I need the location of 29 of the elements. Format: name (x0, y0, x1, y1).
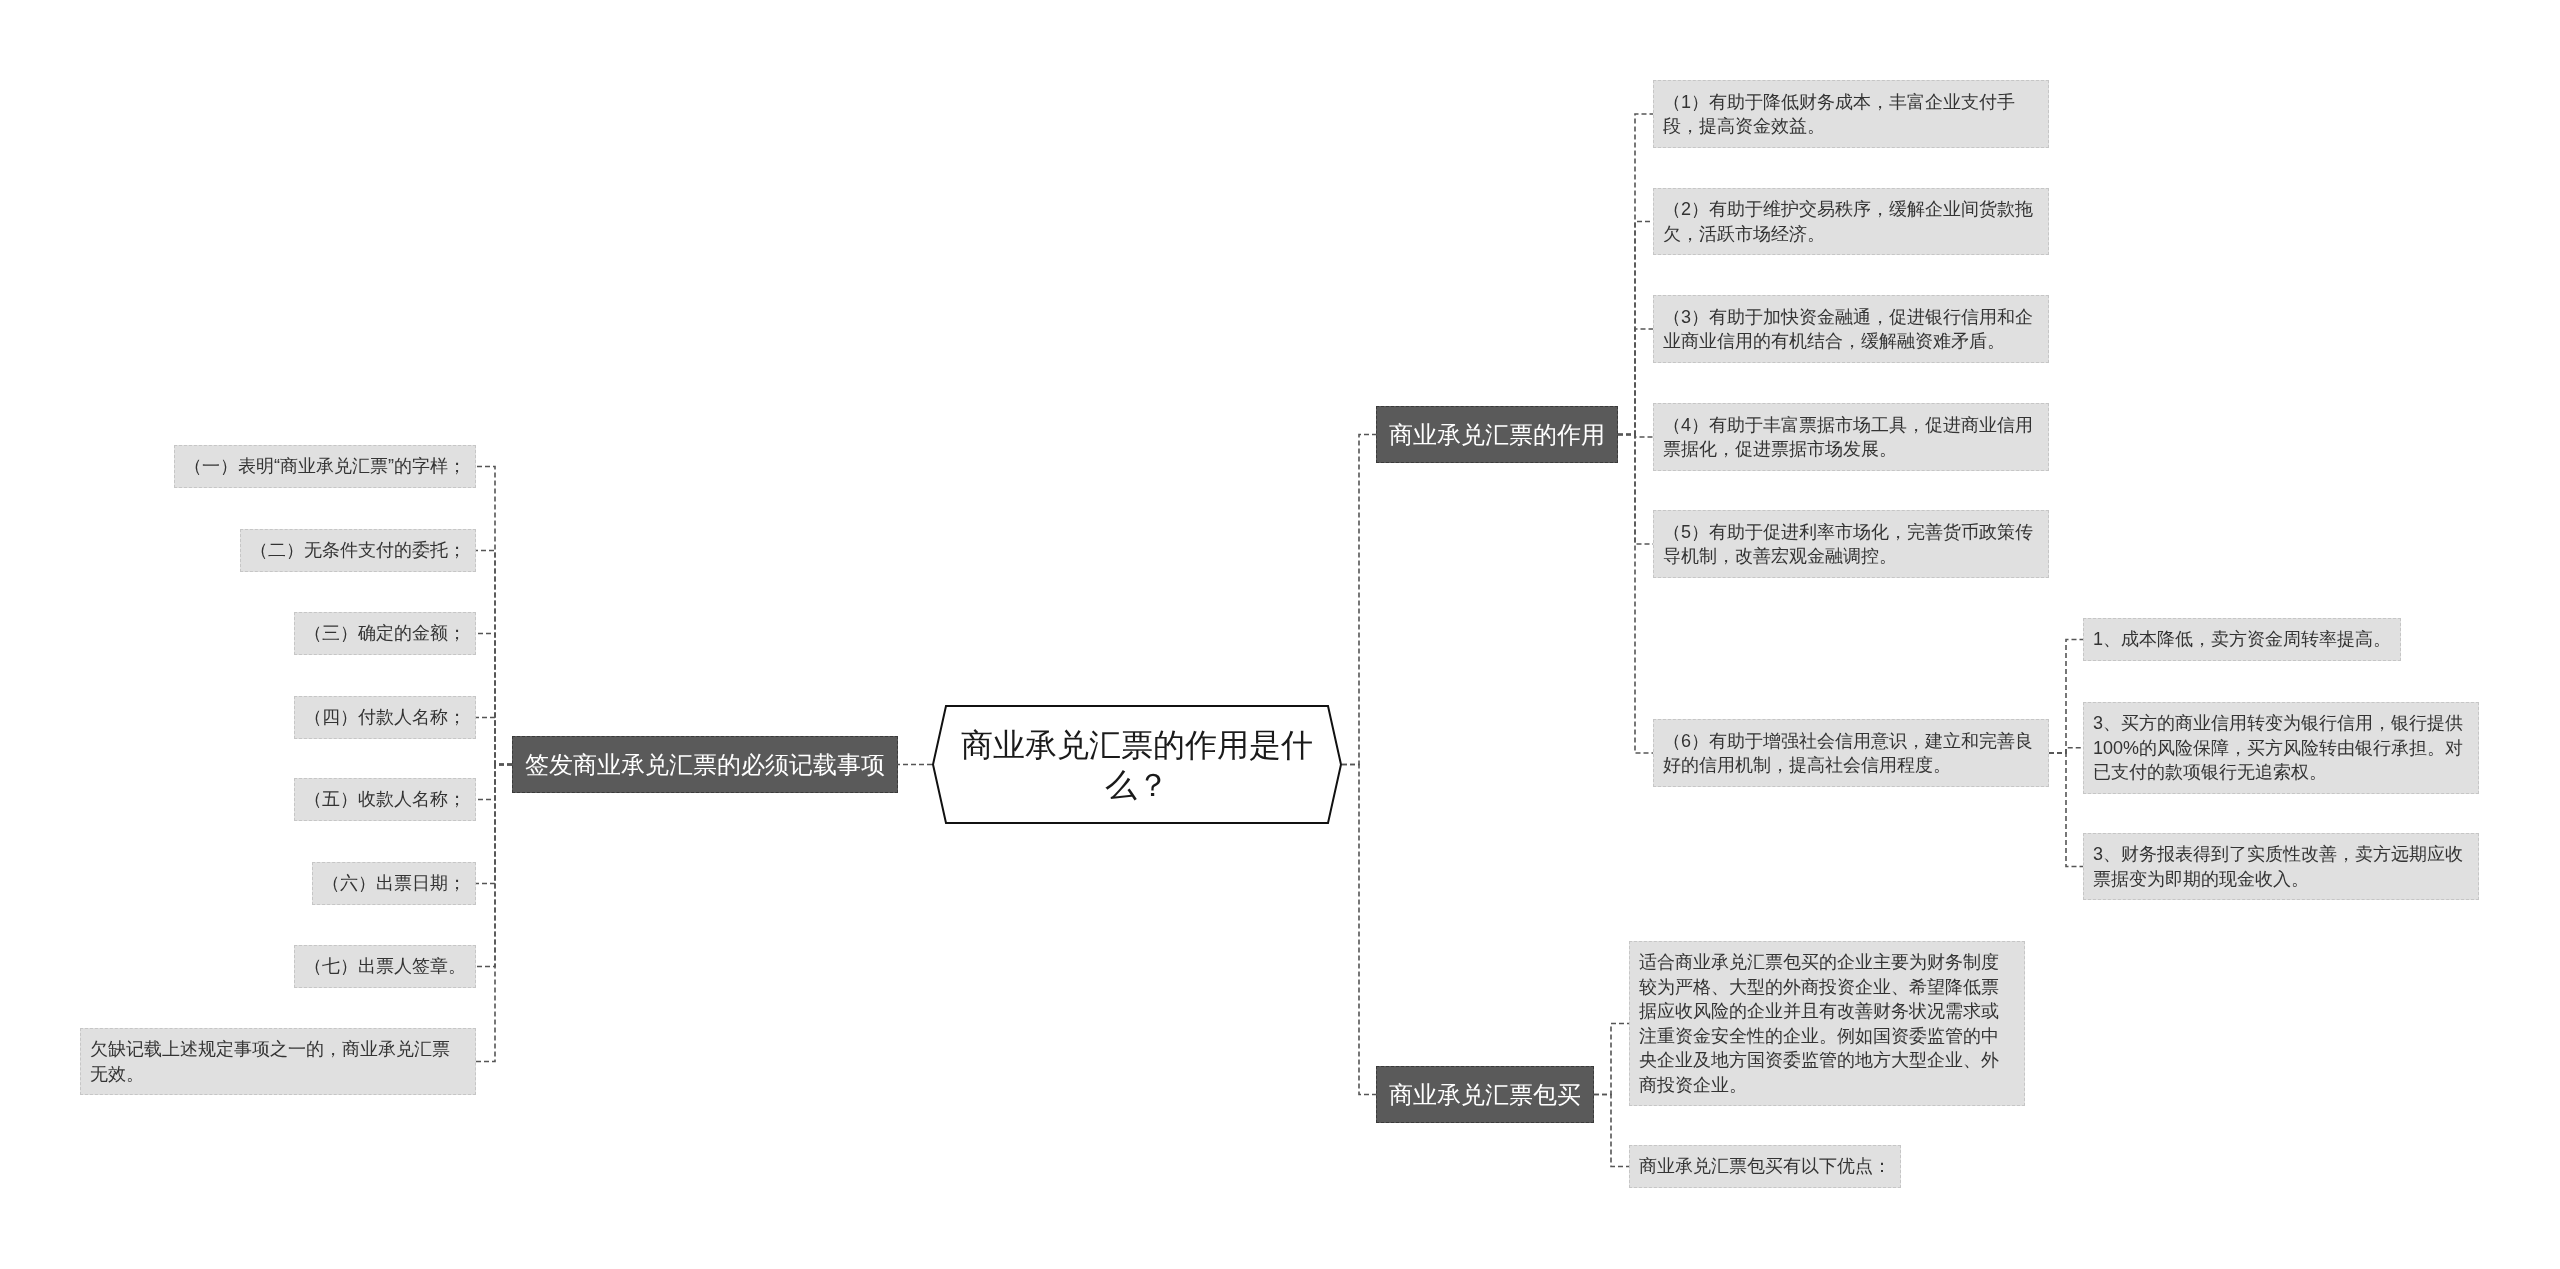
text-box: （五）收款人名称； (294, 778, 476, 821)
text-box: 欠缺记载上述规定事项之一的，商业承兑汇票无效。 (80, 1028, 476, 1095)
text-box: （3）有助于加快资金融通，促进银行信用和企业商业信用的有机结合，缓解融资难矛盾。 (1653, 295, 2049, 363)
text-box: （2）有助于维护交易秩序，缓解企业间货款拖欠，活跃市场经济。 (1653, 188, 2049, 255)
connector-line (475, 763, 513, 1063)
text-box: （5）有助于促进利率市场化，完善货币政策传导机制，改善宏观金融调控。 (1653, 510, 2049, 578)
connector-line (1593, 1093, 1630, 1168)
topic-hexagon: 商业承兑汇票的作用是什么？ (932, 705, 1342, 824)
topic-box: 商业承兑汇票包买 (1376, 1066, 1594, 1123)
connector-line (897, 763, 933, 766)
text-box: 商业承兑汇票包买有以下优点： (1629, 1145, 1901, 1188)
text-box: （六）出票日期； (312, 862, 476, 905)
text-box: （4）有助于丰富票据市场工具，促进商业信用票据化，促进票据市场发展。 (1653, 403, 2049, 471)
text-box: （二）无条件支付的委托； (240, 529, 476, 572)
topic-box: 商业承兑汇票的作用 (1376, 406, 1618, 463)
text-box: （三）确定的金额； (294, 612, 476, 655)
text-box: （6）有助于增强社会信用意识，建立和完善良好的信用机制，提高社会信用程度。 (1653, 719, 2049, 787)
text-box: （1）有助于降低财务成本，丰富企业支付手段，提高资金效益。 (1653, 80, 2049, 148)
text-box: （四）付款人名称； (294, 696, 476, 739)
text-box: 3、财务报表得到了实质性改善，卖方远期应收票据变为即期的现金收入。 (2083, 833, 2479, 900)
connector-line (1617, 433, 1654, 754)
connector-line (1341, 763, 1377, 1096)
connector-line (2048, 752, 2084, 868)
text-box: 适合商业承兑汇票包买的企业主要为财务制度较为严格、大型的外商投资企业、希望降低票据应收风险的企业并且有改善财务状况需求或注重资金安全性的企业。例如国资委监管的中央企业及地方国资委监管的地方大型企业、外商投资企业。 (1629, 941, 2025, 1106)
text-box: （一）表明“商业承兑汇票”的字样； (174, 445, 476, 488)
topic-box: 签发商业承兑汇票的必须记载事项 (512, 736, 898, 793)
text-box: （七）出票人签章。 (294, 945, 476, 988)
text-box: 1、成本降低，卖方资金周转率提高。 (2083, 618, 2401, 661)
text-box: 3、买方的商业信用转变为银行信用，银行提供100%的风险保障，买方风险转由银行承担。对已支付的款项银行无追索权。 (2083, 702, 2479, 794)
